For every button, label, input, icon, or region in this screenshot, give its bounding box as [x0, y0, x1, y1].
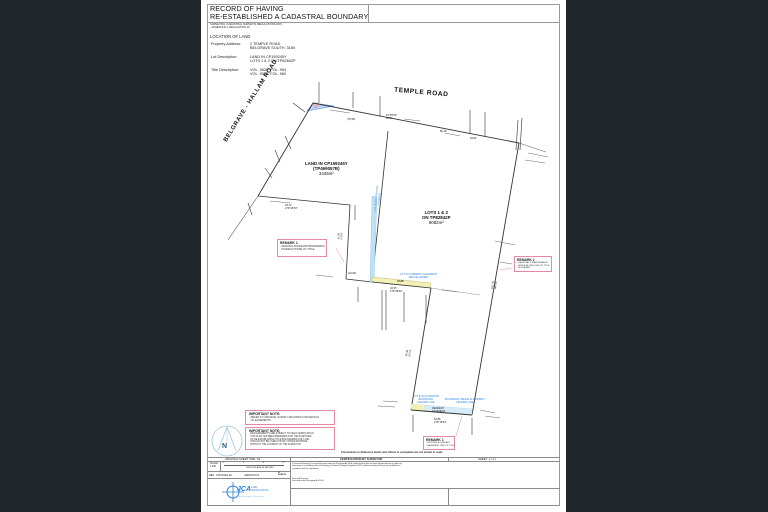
original-sheet-size: ORIGINAL SHEET SIZE A3 [225, 456, 261, 461]
sheet-label: SHEET 1 of 1 [478, 456, 496, 461]
title-description-label: Title Description: [211, 68, 240, 72]
title-block-row [290, 488, 560, 489]
document-page [201, 0, 566, 512]
blue-annotation: LOT IN OCCUPATION BOUNDARY FENCED LINE [413, 395, 439, 404]
dimension-label: 80.48 [440, 130, 447, 133]
parcel-label-lots-1-2: LOTS 1 & 2 ON TP82842P 8082m² [422, 210, 451, 225]
north-label: N [222, 443, 228, 450]
property-address-value: 2 TEMPLE ROAD BELGRAVE SOUTH, 3160 [250, 42, 296, 51]
scale-label: SCALE 1:400 [210, 462, 218, 468]
remark-note: REMARK 1 - RESIDUAL & MAINTENANCE FENCE … [514, 256, 552, 272]
dimension-label: (24.80) [348, 272, 357, 275]
surveyor-name: Licensed Surveyor Licensed under Surveyi… [292, 478, 324, 483]
dimension-label: 18.72 279°18'30" [285, 204, 298, 210]
title-block-border [207, 461, 560, 462]
dimension-label: 69.83 [470, 137, 477, 140]
important-note: IMPORTANT NOTE: - REFER TO ORIGINAL SURV… [245, 410, 335, 425]
length-units: LENGTHS ARE IN METRES [246, 467, 274, 469]
scale-tick: 0 [223, 462, 225, 464]
company-name: JCA [237, 486, 252, 493]
certification-text: I, [Licensed Surveyor], Licensed Surveyo… [292, 463, 402, 470]
dimension-label: RESIDENT EASEMENT [432, 407, 446, 413]
scale-tick: 8 [263, 462, 265, 464]
dimension-label: (78.95) [347, 118, 356, 121]
important-note: IMPORTANT NOTE: - MEASUREMENTS ARE SUBJE… [245, 427, 335, 450]
title-block-col [220, 461, 221, 471]
company-tagline: LAND CONSULTANTS [251, 486, 269, 492]
scale-tick: 12 [282, 462, 285, 464]
scale-bar [224, 465, 284, 466]
title-divider [368, 4, 369, 22]
north-arrow-icon [211, 425, 243, 457]
dimension-label: 87°55'30" 80.84 [386, 114, 398, 120]
blue-annotation: LOT IN CURRENT ALIGNMENT FENCE OFFSET [400, 273, 438, 279]
title-block-row [207, 471, 290, 472]
sheet-count: 21 SHEETS [278, 472, 287, 477]
title-box [207, 4, 560, 23]
title-block-top-border [207, 457, 560, 458]
blue-annotation: BOUNDARY FENCE ALIGNMENT FENCED LINE [445, 398, 485, 404]
parcel-label-land-cp159245y: LAND IN CP159245Y (TP469057B) 3445m² [305, 161, 348, 176]
dimension-label: 37.95 [397, 280, 404, 283]
remark-note: REMARK 1 - FENCING BOUNDARY/BORDERING IN… [277, 239, 327, 257]
title-block-row [207, 478, 290, 479]
version-value: V1 [256, 473, 260, 477]
certification-heading: CERTIFICATION BY SURVEYOR [340, 456, 383, 461]
company-logo-icon [222, 482, 244, 502]
title-block-divider [290, 457, 291, 506]
company-subtitle: Land Surveyors Consultants [237, 496, 265, 498]
title-block-col [448, 488, 449, 506]
connections-note: Connections to Reference marks and offse… [341, 451, 443, 454]
dimension-label: 90.45 10°18' [405, 349, 413, 358]
ref-value: 3157N11E-02 [216, 473, 232, 477]
title-description-value: VOL. 9528 FOL. 994 VOL. 9523 FOL. 960 [250, 68, 287, 77]
title-block-bottom [207, 505, 560, 506]
dimension-label: 40.55 279°18'30" [390, 287, 403, 293]
title-block-col [448, 457, 449, 462]
regulations-text: SURVEYING (CADASTRAL SURVEYS) REGULATION… [210, 23, 282, 29]
version-label: VERSION [244, 473, 256, 477]
location-heading: LOCATION OF LAND [210, 34, 251, 39]
dimension-label: 41.84 0°0'0" [337, 232, 344, 240]
document-title: RECORD OF HAVING RE-ESTABLISHED A CADAST… [210, 4, 369, 21]
dimension-label: 52.88 279°18'30" [434, 418, 447, 424]
lot-description-label: Lot Description: [211, 55, 238, 59]
ref-label: REF: [209, 473, 215, 477]
scale-tick: 4 [243, 462, 245, 464]
lot-description-value: LAND IN CP159245Y LOTS 1 & 2 ON TP82842P [250, 55, 296, 64]
remark-note: REMARK 1 - FENCING BOUNDARY EASEMENT LIN… [423, 436, 455, 450]
property-address-label: Property Address: [211, 42, 242, 46]
